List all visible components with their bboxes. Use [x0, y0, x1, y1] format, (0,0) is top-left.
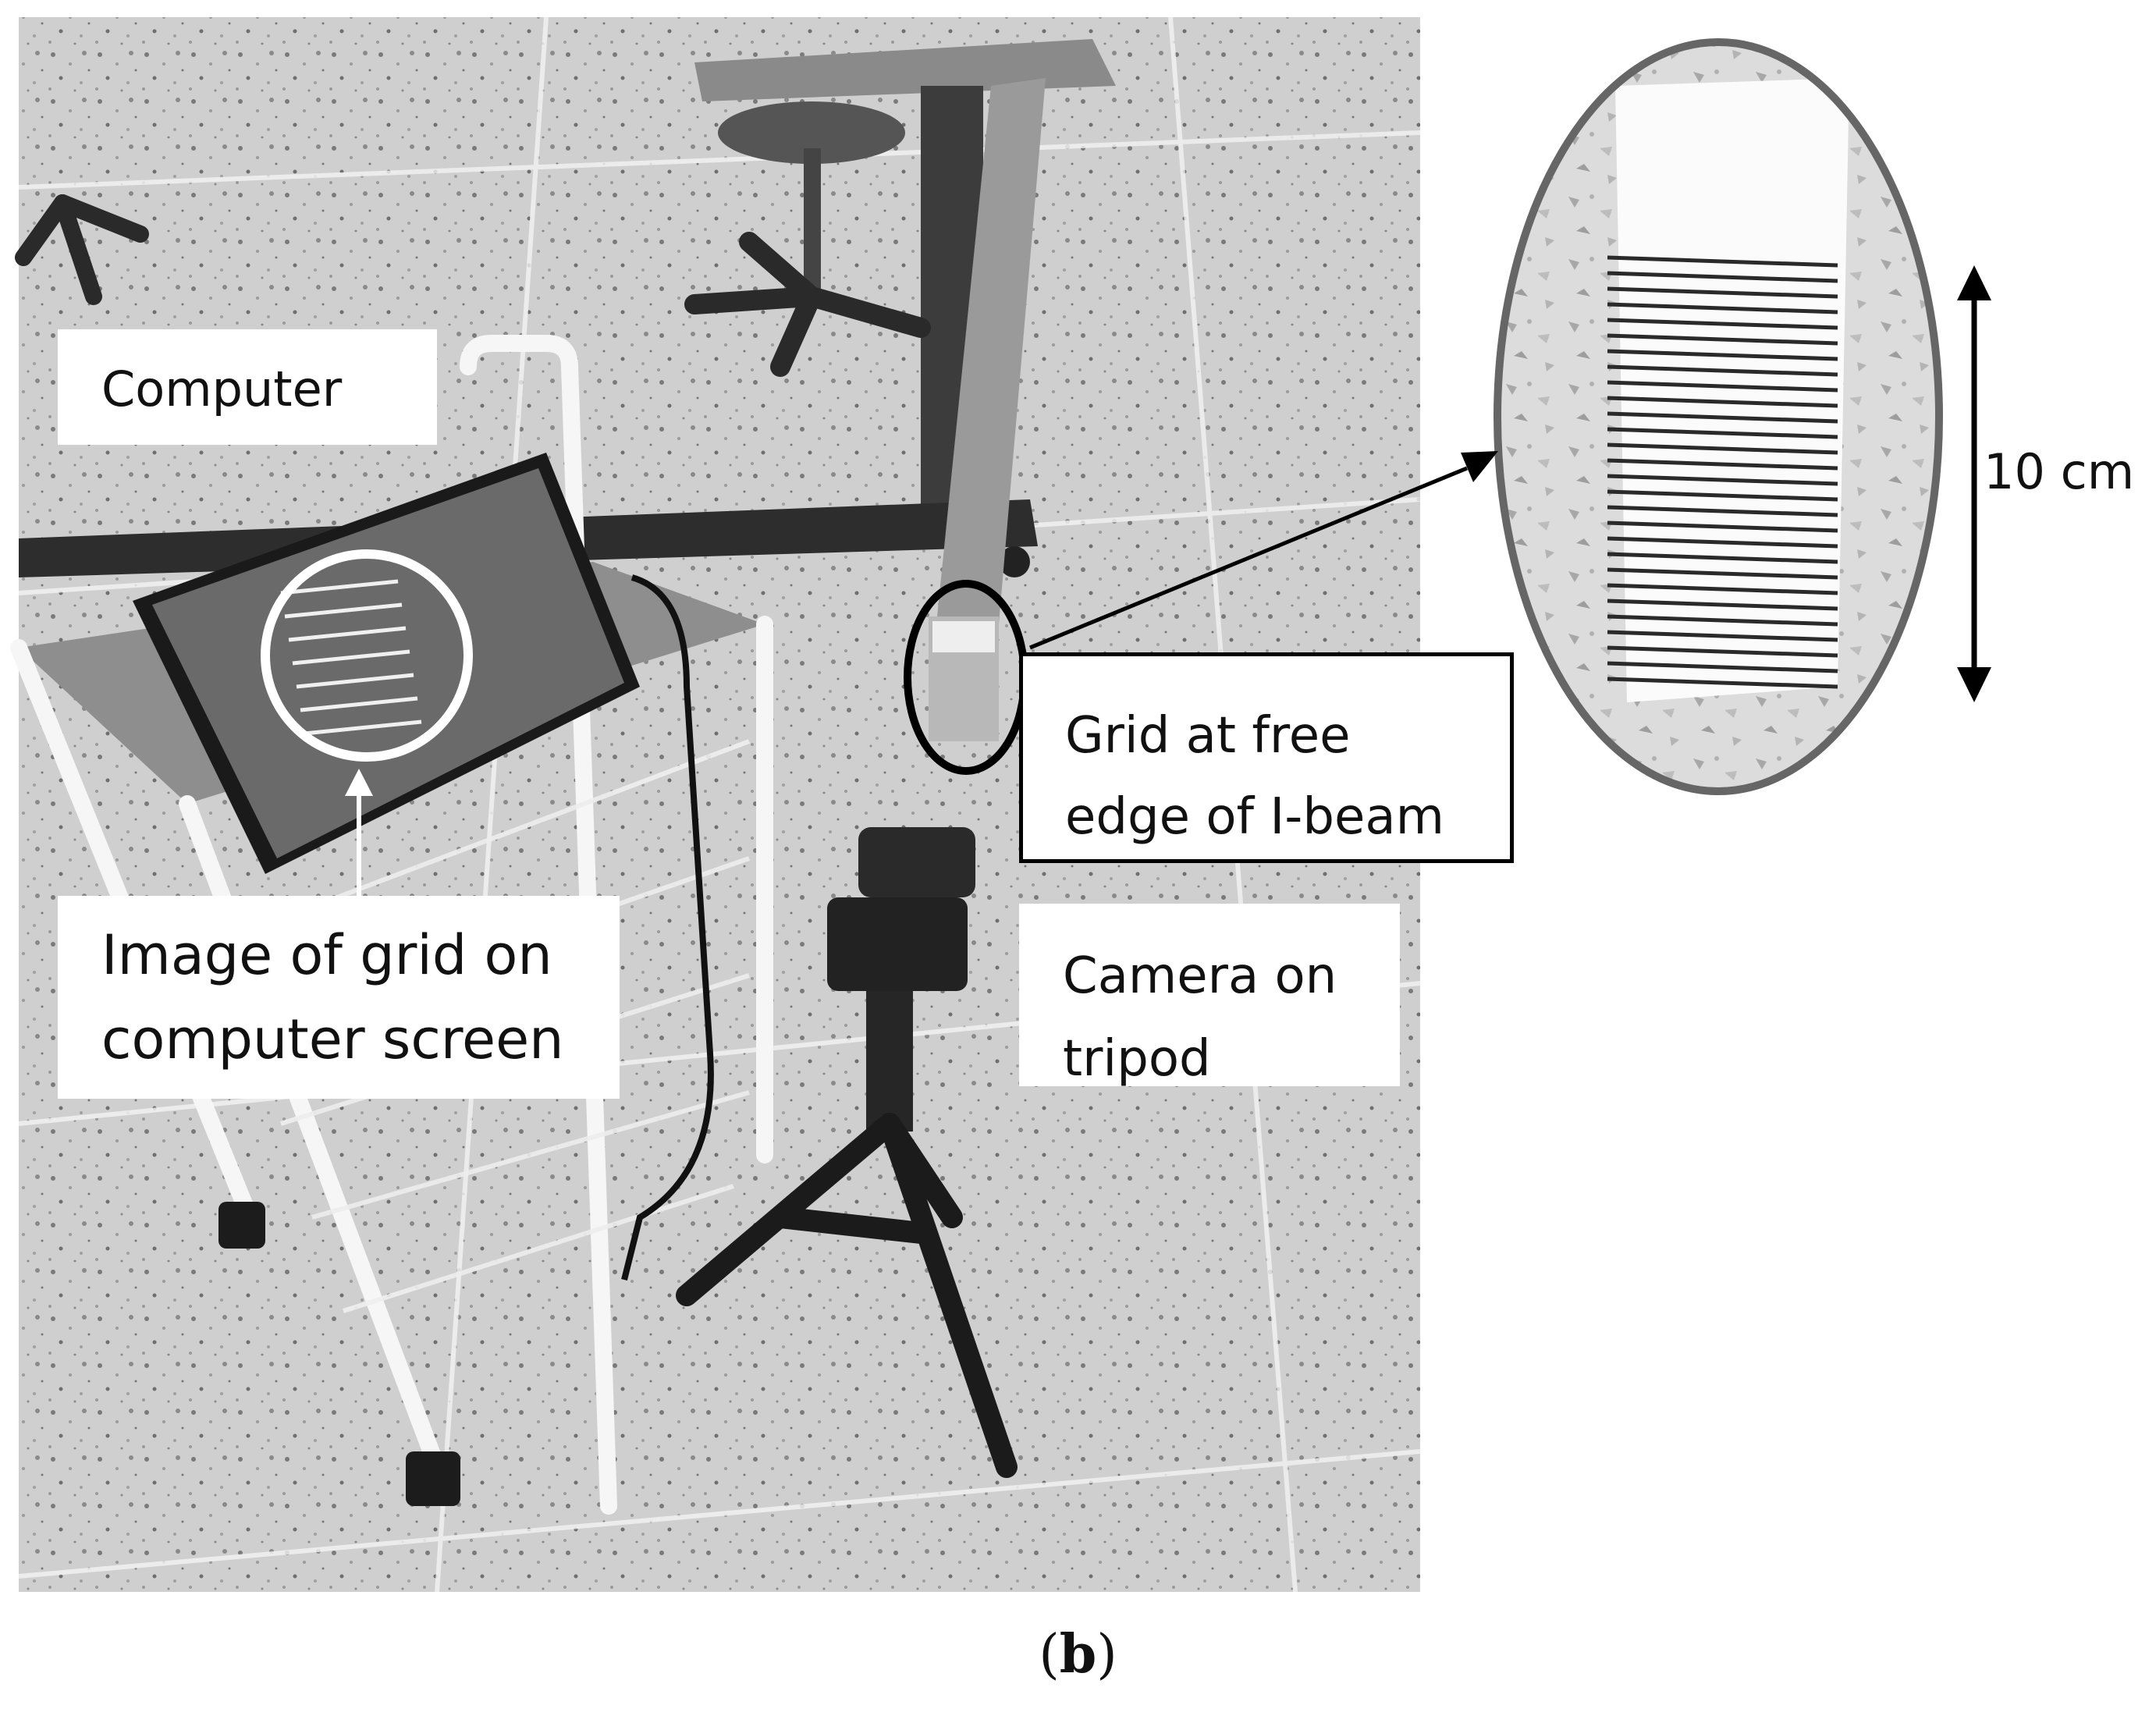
label-dimension: 10 cm [1984, 443, 2135, 500]
label-image-line1: Image of grid on [101, 923, 552, 987]
tripod [676, 827, 1018, 1478]
chair-left [15, 194, 149, 305]
label-computer: Computer [58, 329, 437, 445]
chair [684, 101, 931, 377]
dimension-arrow [1957, 265, 1991, 702]
zoom-inset [1494, 38, 1943, 795]
screen-arrow [345, 769, 373, 905]
label-camera-line2: tripod [1063, 1030, 1211, 1088]
i-beam [929, 78, 1046, 741]
label-computer-text: Computer [101, 361, 343, 417]
label-image-of-grid: Image of grid on computer screen [58, 896, 620, 1099]
label-camera-on-tripod: Camera on tripod [1019, 904, 1400, 1088]
tablet [133, 453, 714, 1281]
screen-highlight-circle [261, 549, 473, 762]
label-grid-line2: edge of I-beam [1065, 788, 1444, 846]
label-grid-at-free-edge: Grid at free edge of I-beam [1019, 652, 1514, 863]
label-image-line2: computer screen [101, 1007, 564, 1071]
caption-close: ) [1096, 1624, 1117, 1686]
zoom-arrow [1029, 451, 1498, 650]
grid-lines [1607, 255, 1838, 689]
caption-letter: b [1059, 1623, 1097, 1686]
label-camera-line1: Camera on [1063, 947, 1337, 1005]
label-grid-line1: Grid at free [1065, 707, 1351, 765]
caption-open: ( [1039, 1624, 1060, 1686]
figure-caption: (b) [0, 1623, 2156, 1686]
